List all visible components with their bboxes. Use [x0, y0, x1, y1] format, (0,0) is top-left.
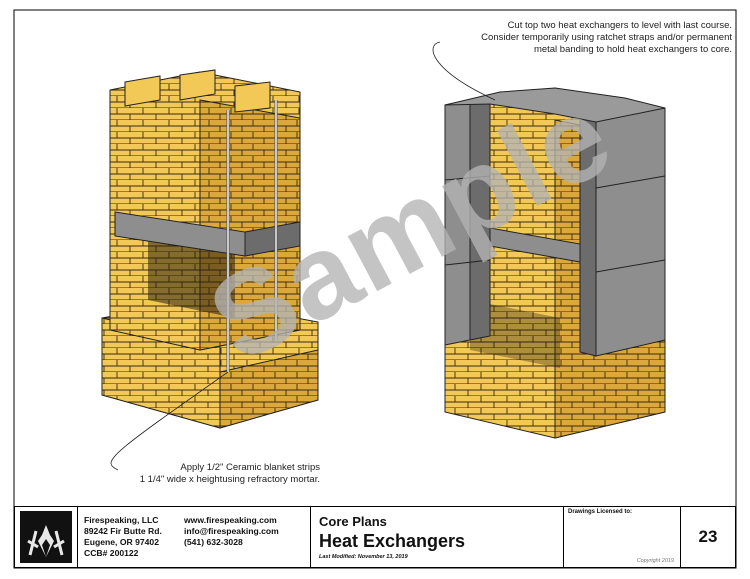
bottom-note: Apply 1/2" Ceramic blanket strips 1 1/4"… [100, 462, 320, 486]
firespeaking-logo [20, 511, 72, 563]
email-link[interactable]: info@firespeaking.com [184, 526, 279, 536]
bottom-note-line: Apply 1/2" Ceramic blanket strips [180, 462, 320, 473]
right-exchanger-right [595, 107, 666, 357]
bottom-note-leader [110, 371, 229, 471]
company-city: Eugene, OR 97402 [84, 537, 159, 547]
top-note-line: Consider temporarily using ratchet strap… [481, 32, 732, 43]
company-name: Firespeaking, LLC [84, 515, 159, 525]
right-core-drawing [444, 87, 666, 439]
sheet-border [13, 9, 737, 569]
plan-subtitle: Core Plans [319, 514, 387, 529]
page-number: 23 [698, 527, 718, 546]
license-cell: Drawings Licensed to: Copyright 2019 [564, 507, 681, 567]
last-modified: Last Modified: November 13, 2019 [319, 554, 408, 560]
top-note-leader [432, 41, 496, 101]
left-core-drawing [101, 69, 319, 429]
right-exchanger-left [444, 99, 471, 346]
title-cell: Core Plans Heat Exchangers Last Modified… [311, 507, 564, 567]
top-note-line: Cut top two heat exchangers to level wit… [507, 20, 732, 31]
bottom-note-line: 1 1/4" wide x heightusing refractory mor… [139, 474, 320, 485]
company-address: 89242 Fir Butte Rd. [84, 526, 162, 536]
phone-number: (541) 632-3028 [184, 537, 243, 547]
top-note-line: metal banding to hold heat exchangers to… [533, 44, 732, 55]
top-note: Cut top two heat exchangers to level wit… [402, 20, 732, 56]
logo-cell [15, 507, 78, 567]
plan-title: Heat Exchangers [319, 531, 466, 551]
title-block: Firespeaking, LLC 89242 Fir Butte Rd. Eu… [14, 506, 736, 568]
company-info: Firespeaking, LLC 89242 Fir Butte Rd. Eu… [78, 507, 311, 567]
copyright: Copyright 2019 [636, 558, 674, 564]
company-ccb: CCB# 200122 [84, 548, 139, 558]
licensed-label: Drawings Licensed to: [568, 509, 633, 515]
website-link[interactable]: www.firespeaking.com [184, 515, 277, 525]
